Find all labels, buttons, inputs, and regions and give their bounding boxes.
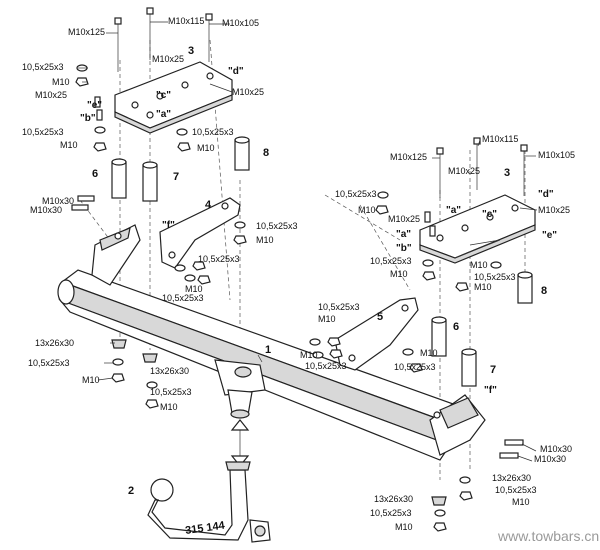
- part-number-spacer-6-right: 6: [453, 321, 459, 333]
- part-number-spacer-7-right: 7: [490, 364, 496, 376]
- spec-bolt-125-right: M10x125: [390, 152, 427, 162]
- mounting-plate-right: [419, 194, 536, 264]
- spec-nut-bracket-right-3: M10: [420, 348, 438, 358]
- spec-washer-centre: 10,5x25x3: [150, 387, 192, 397]
- spec-washer-large-right-2: 13x26x30: [374, 494, 413, 504]
- spec-bolt-25-left-top: M10x25: [152, 54, 184, 64]
- marker-a-left: "a": [156, 109, 171, 120]
- spec-bolt-30-left-2: M10x30: [30, 205, 62, 215]
- spec-bolt-30-right-2: M10x30: [534, 454, 566, 464]
- spec-bolt-105-left: M10x105: [222, 18, 259, 28]
- part-number-bracket-right: 5: [377, 311, 383, 323]
- spec-bolt-125-left: M10x125: [68, 27, 105, 37]
- spec-nut-left-top: M10: [52, 77, 70, 87]
- marker-e-right: "e": [542, 230, 557, 241]
- spec-washer-left-bottom: 10,5x25x3: [28, 358, 70, 368]
- spec-nut-right-bottom-2: M10: [395, 522, 413, 532]
- marker-d-right: "d": [538, 189, 554, 200]
- spec-bolt-115-right: M10x115: [482, 134, 518, 144]
- spec-bolt-25-right-top: M10x25: [448, 166, 480, 176]
- spec-washer-bracket-right: 10,5x25x3: [318, 302, 360, 312]
- spec-nut-centre: M10: [160, 402, 178, 412]
- spec-nut-bracket-right-2: M10: [300, 350, 318, 360]
- marker-c-right: "c": [482, 209, 497, 220]
- watermark-text: www.towbars.cn: [497, 528, 599, 544]
- marker-a-right-2: "a": [396, 229, 411, 240]
- spec-bolt-25-left-mid: M10x25: [35, 90, 67, 100]
- spec-nut-right-top: M10: [358, 205, 376, 215]
- mounting-plate-left: [114, 61, 233, 134]
- bolts: [71, 7, 528, 459]
- spec-washer-left-plate: 10,5x25x3: [192, 127, 234, 137]
- spec-bolt-105-right: M10x105: [538, 150, 575, 160]
- spec-nut-left-bottom: M10: [82, 375, 100, 385]
- spec-bolt-25-right-plate: M10x25: [538, 205, 570, 215]
- part-number-spacer-8-left: 8: [263, 147, 269, 159]
- part-number-tow-ball: 2: [128, 485, 134, 497]
- marker-d-left: "d": [228, 66, 244, 77]
- spec-washer-bracket-left-3: 10,5x25x3: [162, 293, 204, 303]
- spec-nut-left-plate: M10: [197, 143, 215, 153]
- marker-b-right: "b": [396, 243, 412, 254]
- spec-nut-right-bottom: M10: [512, 497, 530, 507]
- part-number-spacer-6-left: 6: [92, 168, 98, 180]
- part-number-spacer-8-right: 8: [541, 285, 547, 297]
- spec-washer-left-top: 10,5x25x3: [22, 62, 64, 72]
- spec-washer-bracket-right-2: 10,5x25x3: [305, 361, 347, 371]
- marker-f-left: "f": [162, 220, 175, 231]
- part-number-spacer-7-left: 7: [173, 171, 179, 183]
- part-number-bracket-left: 4: [205, 199, 212, 211]
- spec-washer-large-left: 13x26x30: [35, 338, 74, 348]
- marker-c-left: "c": [156, 90, 171, 101]
- spec-washer-right-bottom-2: 10,5x25x3: [370, 508, 412, 518]
- bracket-left: [159, 197, 241, 269]
- leader-lines: [78, 21, 538, 462]
- spec-nut-right-plate-2: M10: [474, 282, 492, 292]
- marker-a-right-1: "a": [446, 205, 461, 216]
- spacers: [111, 136, 533, 387]
- spec-bolt-30-left-1: M10x30: [42, 196, 74, 206]
- marker-f-right: "f": [484, 385, 497, 396]
- spec-washer-bracket-left: 10,5x25x3: [256, 221, 298, 231]
- spec-washer-large-centre: 13x26x30: [150, 366, 189, 376]
- spec-washer-right-mid: 10,5x25x3: [370, 256, 412, 266]
- part-number-plate-right: 3: [504, 167, 510, 179]
- spec-washer-bracket-left-2: 10,5x25x3: [198, 254, 240, 264]
- spec-washer-large-right: 13x26x30: [492, 473, 531, 483]
- spec-washer-right-bottom: 10,5x25x3: [495, 485, 537, 495]
- tow-ball-assembly: [147, 419, 271, 543]
- spec-washer-bracket-right-3: 10,5x25x3: [394, 362, 436, 372]
- part-number-drawbar: 1: [265, 344, 271, 356]
- spec-bolt-25-right-mid: M10x25: [388, 214, 420, 224]
- spec-bolt-25-left-plate: M10x25: [232, 87, 264, 97]
- spec-nut-bracket-left: M10: [256, 235, 274, 245]
- marker-b-left: "b": [80, 113, 96, 124]
- bracket-right: [334, 297, 419, 371]
- spec-nut-left-mid: M10: [60, 140, 78, 150]
- spec-bolt-30-right-1: M10x30: [540, 444, 572, 454]
- spec-nut-right-plate: M10: [470, 260, 488, 270]
- letter-markers: "d" "c" "e" "a" "b" "f" "d" "a" "c" "a" …: [80, 66, 557, 396]
- fastener-spec-labels: M10x125 M10x115 M10x105 M10x25 10,5x25x3…: [22, 16, 575, 532]
- spec-washer-right-top: 10,5x25x3: [335, 189, 377, 199]
- part-number-plate-left: 3: [188, 45, 194, 57]
- spec-nut-right-mid: M10: [390, 269, 408, 279]
- marker-e-left: "e": [87, 100, 102, 111]
- spec-washer-right-plate: 10,5x25x3: [474, 272, 516, 282]
- part-number-labels: 1 2 3 3 4 5 6 6 7 7 8 8: [92, 45, 547, 497]
- tow-ball-marking: 315 144: [184, 519, 226, 537]
- spec-washer-left-mid: 10,5x25x3: [22, 127, 64, 137]
- drawbar-crossbeam: [57, 224, 486, 461]
- spec-nut-bracket-left-2: M10: [185, 284, 203, 294]
- washers-and-nuts: [75, 64, 502, 532]
- spec-nut-bracket-right-1: M10: [318, 314, 336, 324]
- spec-bolt-115-left: M10x115: [168, 16, 204, 26]
